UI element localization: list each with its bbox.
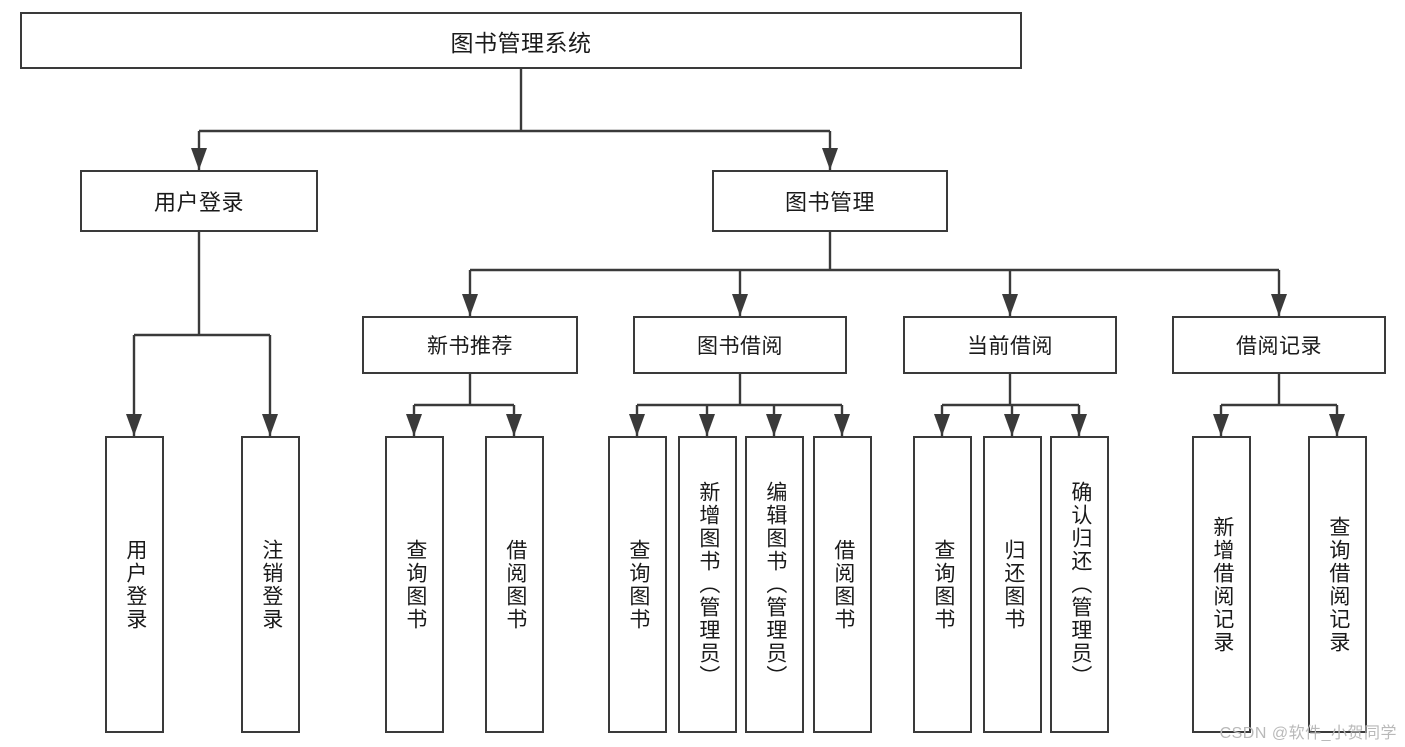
node-book-manage[interactable]: 图书管理 — [712, 170, 948, 232]
node-label: 注销登录 — [259, 538, 283, 631]
arrow-head-icon — [1002, 294, 1018, 316]
node-leaf-borrow-book-1[interactable]: 借阅图书 — [485, 436, 544, 733]
node-label: 查询图书 — [403, 538, 427, 631]
node-label: 确认归还（管理员） — [1068, 481, 1092, 688]
node-label: 借阅记录 — [1236, 335, 1322, 358]
node-label: 图书管理 — [784, 190, 875, 215]
node-label: 归还图书 — [1001, 538, 1025, 631]
arrow-head-icon — [699, 414, 715, 436]
node-leaf-user-login[interactable]: 用户登录 — [105, 436, 164, 733]
arrow-head-icon — [822, 148, 838, 170]
node-label: 借阅图书 — [831, 538, 855, 631]
node-leaf-confirm-return[interactable]: 确认归还（管理员） — [1050, 436, 1109, 733]
node-label: 编辑图书（管理员） — [763, 481, 787, 688]
arrow-head-icon — [506, 414, 522, 436]
node-label: 当前借阅 — [967, 335, 1053, 358]
node-leaf-add-record[interactable]: 新增借阅记录 — [1192, 436, 1251, 733]
node-book-borrow[interactable]: 图书借阅 — [633, 316, 847, 374]
arrow-head-icon — [406, 414, 422, 436]
node-label: 图书借阅 — [697, 335, 783, 358]
node-leaf-query-book-3[interactable]: 查询图书 — [913, 436, 972, 733]
node-label: 新增图书（管理员） — [696, 481, 720, 688]
arrow-head-icon — [462, 294, 478, 316]
node-leaf-edit-book[interactable]: 编辑图书（管理员） — [745, 436, 804, 733]
node-label: 新增借阅记录 — [1210, 515, 1234, 654]
node-leaf-return-book[interactable]: 归还图书 — [983, 436, 1042, 733]
arrow-head-icon — [732, 294, 748, 316]
node-current-borrow[interactable]: 当前借阅 — [903, 316, 1117, 374]
arrow-head-icon — [629, 414, 645, 436]
arrow-head-icon — [126, 414, 142, 436]
arrow-head-icon — [1329, 414, 1345, 436]
node-label: 用户登录 — [153, 190, 244, 215]
arrow-head-icon — [1071, 414, 1087, 436]
node-label: 新书推荐 — [427, 335, 513, 358]
arrow-head-icon — [1004, 414, 1020, 436]
node-leaf-query-book-1[interactable]: 查询图书 — [385, 436, 444, 733]
arrow-head-icon — [766, 414, 782, 436]
csdn-watermark: CSDN @软件_小贺同学 — [1219, 725, 1397, 742]
arrow-head-icon — [262, 414, 278, 436]
node-root[interactable]: 图书管理系统 — [20, 12, 1022, 69]
node-leaf-logout[interactable]: 注销登录 — [241, 436, 300, 733]
node-leaf-query-record[interactable]: 查询借阅记录 — [1308, 436, 1367, 733]
node-leaf-borrow-book-2[interactable]: 借阅图书 — [813, 436, 872, 733]
node-label: 借阅图书 — [503, 538, 527, 631]
node-leaf-add-book[interactable]: 新增图书（管理员） — [678, 436, 737, 733]
arrow-head-icon — [1213, 414, 1229, 436]
node-new-book-rec[interactable]: 新书推荐 — [362, 316, 578, 374]
arrow-head-icon — [191, 148, 207, 170]
arrow-head-icon — [1271, 294, 1287, 316]
node-label: 图书管理系统 — [450, 29, 592, 56]
node-label: 用户登录 — [123, 538, 147, 631]
node-label: 查询图书 — [931, 538, 955, 631]
node-label: 查询借阅记录 — [1326, 515, 1350, 654]
node-user-login[interactable]: 用户登录 — [80, 170, 318, 232]
arrow-head-icon — [934, 414, 950, 436]
node-label: 查询图书 — [626, 538, 650, 631]
node-borrow-record[interactable]: 借阅记录 — [1172, 316, 1386, 374]
arrow-head-icon — [834, 414, 850, 436]
node-leaf-query-book-2[interactable]: 查询图书 — [608, 436, 667, 733]
